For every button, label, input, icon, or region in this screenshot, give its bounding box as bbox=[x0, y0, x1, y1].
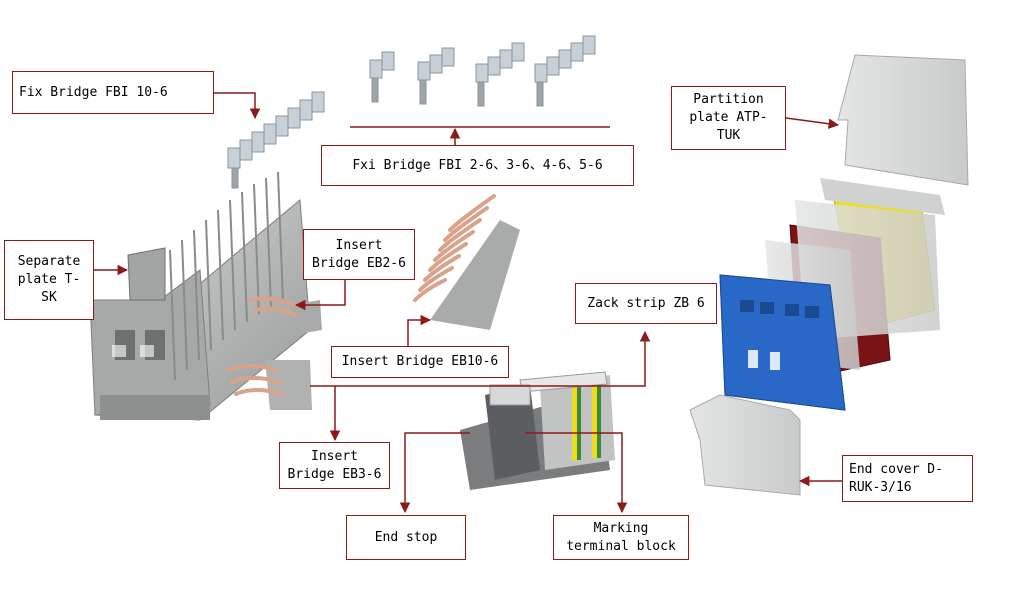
fix-bridge-small-illustration bbox=[369, 35, 596, 107]
colored-terminal-stack bbox=[719, 178, 945, 411]
label-separate-plate: Separate plate T-SK bbox=[4, 240, 94, 320]
label-end-stop: End stop bbox=[346, 515, 466, 560]
label-fxi-bridge-fbi-2-6: Fxi Bridge FBI 2-6、3-6、4-6、5-6 bbox=[321, 145, 634, 186]
label-zack-strip: Zack strip ZB 6 bbox=[575, 283, 717, 324]
end-cover-illustration bbox=[689, 394, 801, 496]
din-rail-assembly bbox=[460, 371, 615, 490]
partition-plate-illustration bbox=[837, 54, 969, 186]
insert-bridge-eb10-illustration bbox=[413, 194, 520, 330]
label-marking-terminal-block: Marking terminal block bbox=[553, 515, 689, 560]
insert-bridge-eb3-illustration bbox=[226, 360, 312, 410]
label-fix-bridge-fbi-10-6: Fix Bridge FBI 10-6 bbox=[12, 71, 214, 114]
label-insert-bridge-eb2-6: Insert Bridge EB2-6 bbox=[303, 229, 415, 280]
label-end-cover: End cover D-RUK-3/16 bbox=[842, 455, 973, 502]
callout-lines bbox=[94, 92, 842, 514]
fix-bridge-10-illustration bbox=[227, 91, 325, 189]
label-insert-bridge-eb10-6: Insert Bridge EB10-6 bbox=[331, 346, 509, 378]
label-partition-plate: Partition plate ATP-TUK bbox=[671, 86, 786, 150]
label-insert-bridge-eb3-6: Insert Bridge EB3-6 bbox=[279, 442, 390, 489]
